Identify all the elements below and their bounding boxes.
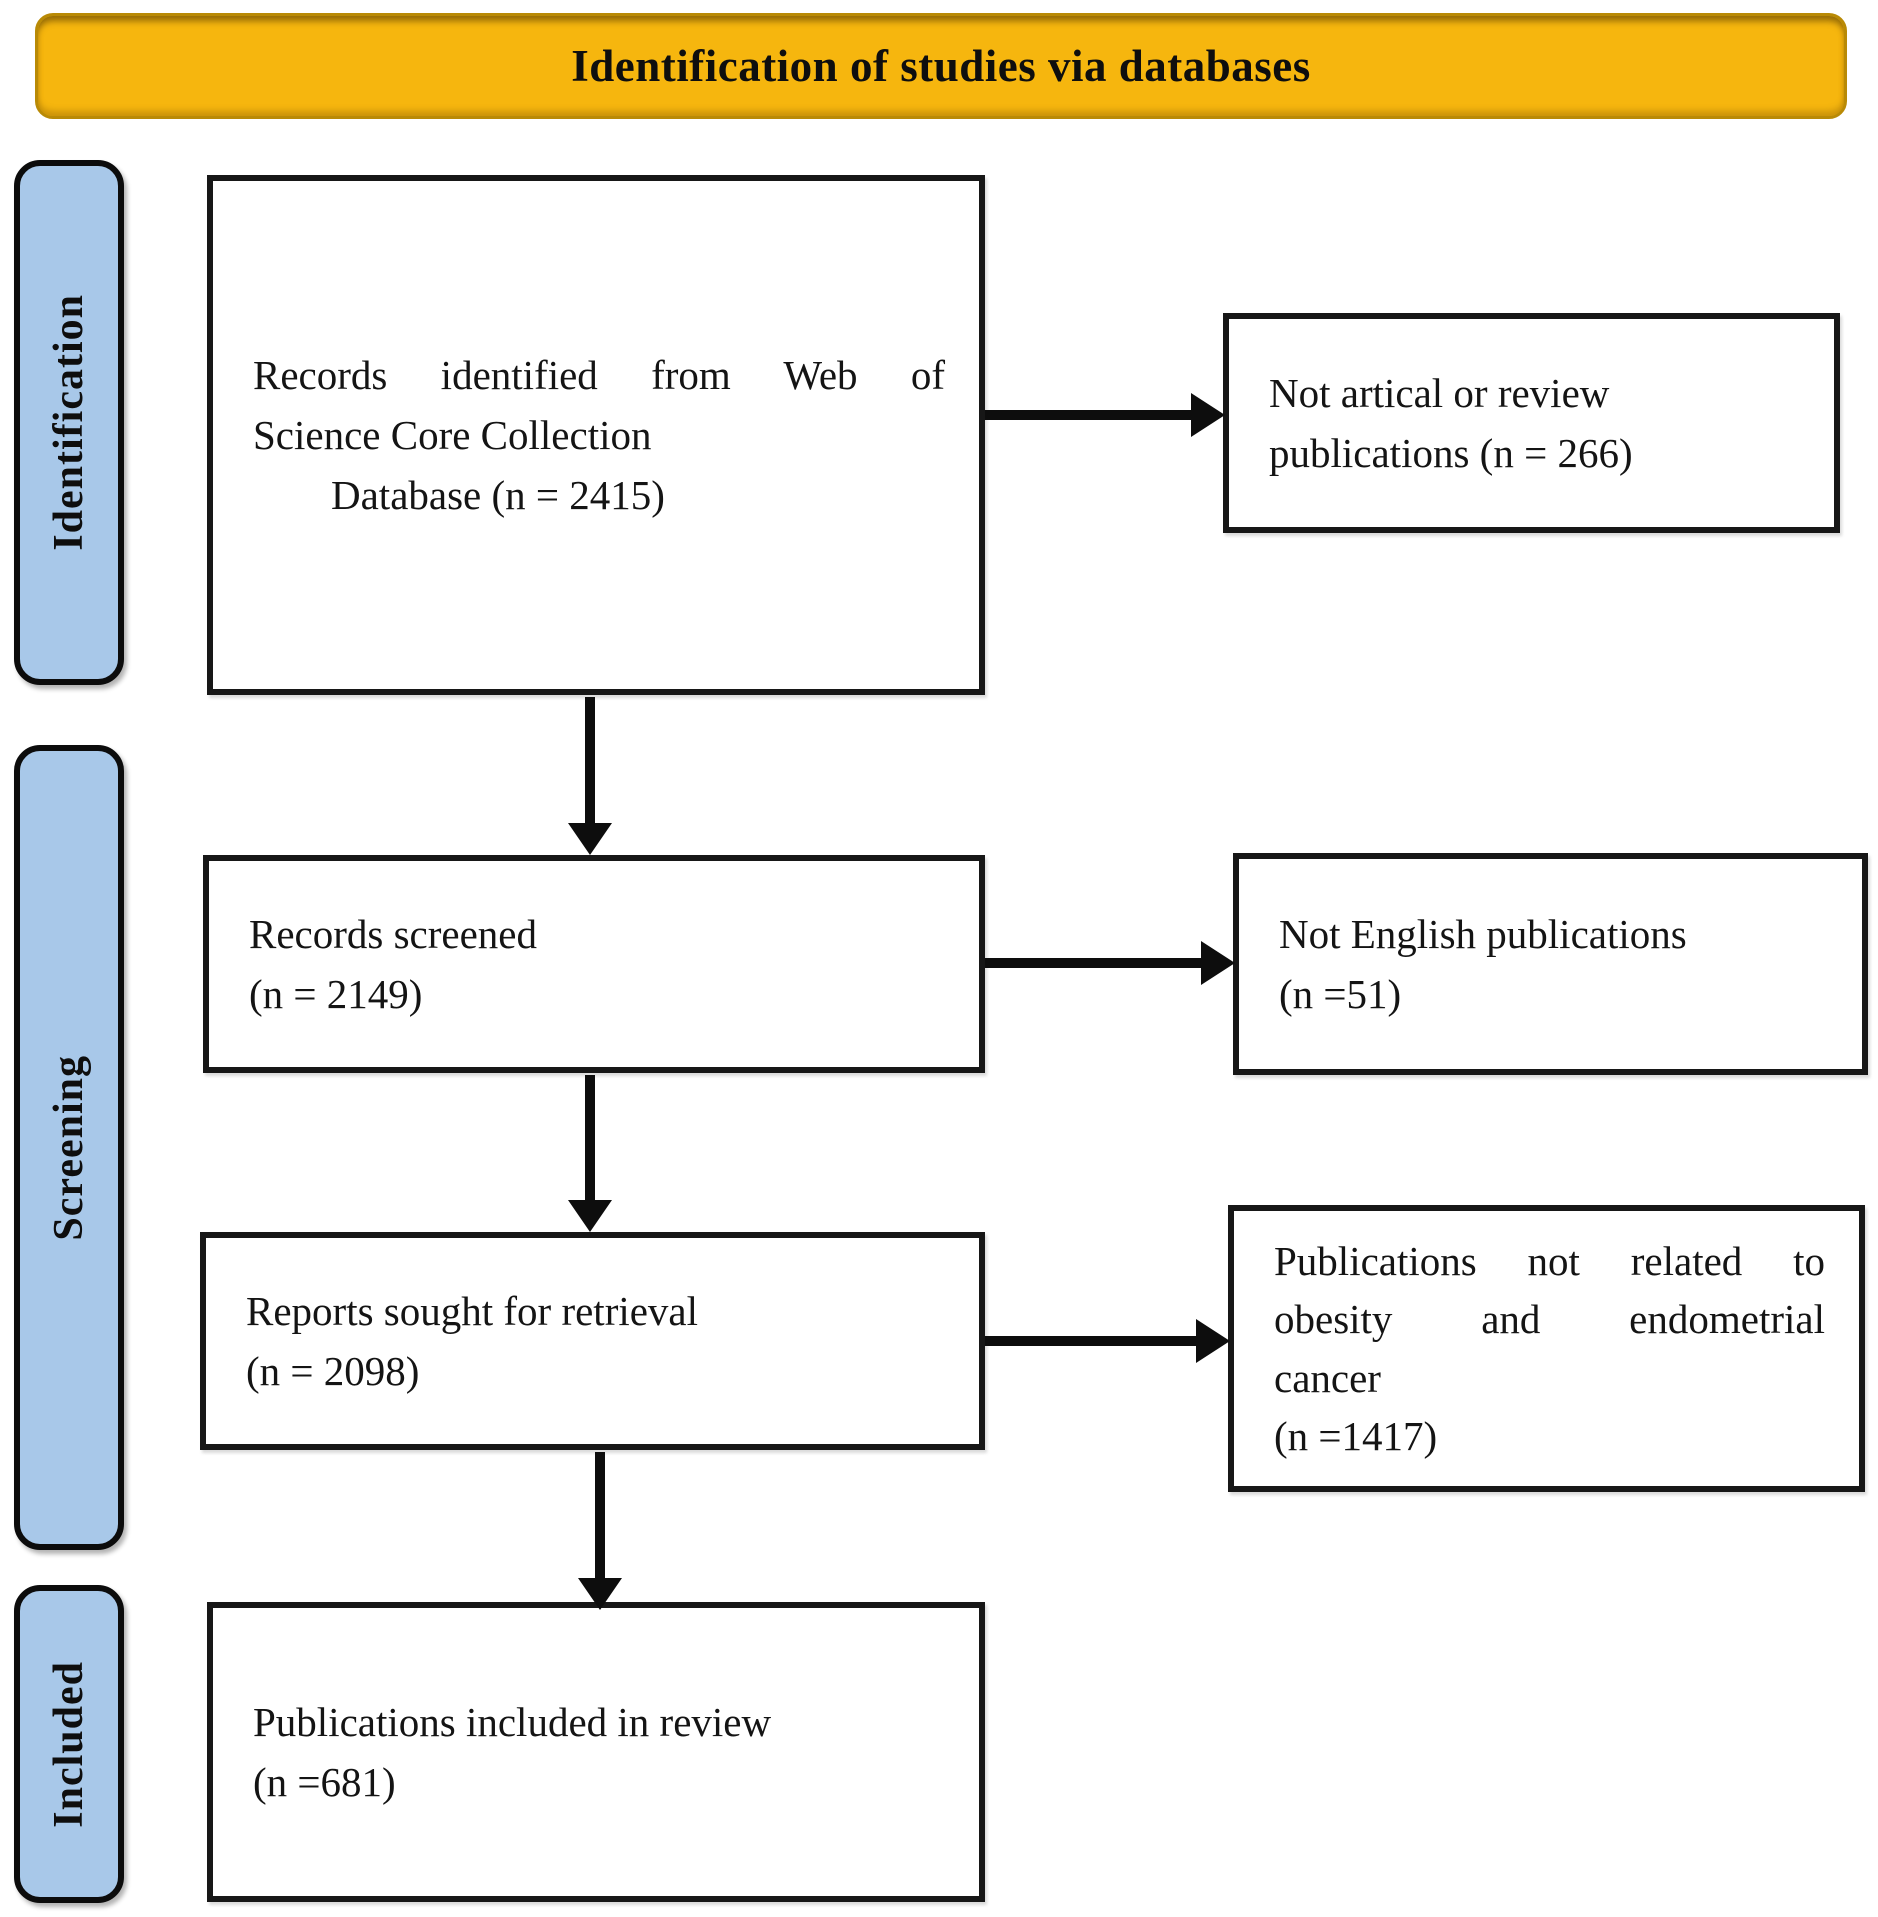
- box-records-identified-line3: Database (n = 2415): [331, 472, 665, 519]
- arrow-sought-to-not-related: [985, 1319, 1230, 1363]
- arrow-head-down-icon: [578, 1578, 622, 1610]
- stage-bar-included: Included: [14, 1585, 124, 1903]
- box-reports-sought-line2: (n = 2098): [246, 1348, 420, 1394]
- arrow-shaft: [985, 1336, 1204, 1346]
- arrow-shaft: [585, 697, 595, 831]
- box-not-article-line1: Not artical or review: [1269, 369, 1610, 416]
- banner-title: Identification of studies via databases: [571, 41, 1311, 91]
- box-not-related-line4: (n =1417): [1274, 1412, 1438, 1459]
- box-records-identified-line2: Science Core Collection: [253, 411, 652, 458]
- stage-label-screening: Screening: [46, 1054, 92, 1241]
- arrow-identified-to-screened: [568, 697, 612, 855]
- box-records-identified: Records identified from Web of Science C…: [207, 175, 985, 695]
- arrow-shaft: [585, 1075, 595, 1208]
- box-not-related: Publications not related to obesity and …: [1228, 1205, 1865, 1492]
- arrow-screened-to-sought: [568, 1075, 612, 1232]
- box-records-screened-line2: (n = 2149): [249, 971, 423, 1017]
- box-not-related-line2: obesity and endometrial: [1274, 1296, 1825, 1343]
- box-not-english: Not English publications (n =51): [1233, 853, 1868, 1075]
- box-records-screened: Records screened (n = 2149): [203, 855, 985, 1073]
- box-not-related-line1: Publications not related to: [1274, 1238, 1825, 1285]
- arrow-head-down-icon: [568, 823, 612, 855]
- stage-bar-identification: Identification: [14, 160, 124, 685]
- box-reports-sought: Reports sought for retrieval (n = 2098): [200, 1232, 985, 1450]
- box-reports-sought-line1: Reports sought for retrieval: [246, 1287, 699, 1334]
- arrow-head-right-icon: [1201, 941, 1235, 985]
- stage-label-identification: Identification: [46, 294, 92, 551]
- arrow-shaft: [985, 410, 1199, 420]
- box-records-screened-line1: Records screened: [249, 910, 538, 957]
- stage-label-included: Included: [46, 1660, 92, 1828]
- banner-identification-via-databases: Identification of studies via databases: [35, 13, 1847, 119]
- arrow-sought-to-included: [578, 1452, 622, 1610]
- arrow-head-down-icon: [568, 1200, 612, 1232]
- box-not-related-line3: cancer: [1274, 1354, 1381, 1401]
- arrow-head-right-icon: [1191, 393, 1225, 437]
- arrow-shaft: [595, 1452, 605, 1586]
- box-records-identified-line1: Records identified from Web of: [253, 351, 945, 398]
- arrow-shaft: [985, 958, 1209, 968]
- arrow-screened-to-not-english: [985, 941, 1235, 985]
- stage-bar-screening: Screening: [14, 745, 124, 1550]
- box-not-article-or-review: Not artical or review publications (n = …: [1223, 313, 1840, 533]
- arrow-identified-to-not-article: [985, 393, 1225, 437]
- box-publications-included-line1: Publications included in review: [253, 1698, 772, 1745]
- box-publications-included-line2: (n =681): [253, 1759, 396, 1805]
- box-publications-included: Publications included in review (n =681): [207, 1602, 985, 1902]
- box-not-english-line2: (n =51): [1279, 971, 1402, 1017]
- box-not-article-line2: publications (n = 266): [1269, 430, 1633, 476]
- arrow-head-right-icon: [1196, 1319, 1230, 1363]
- box-not-english-line1: Not English publications: [1279, 910, 1687, 957]
